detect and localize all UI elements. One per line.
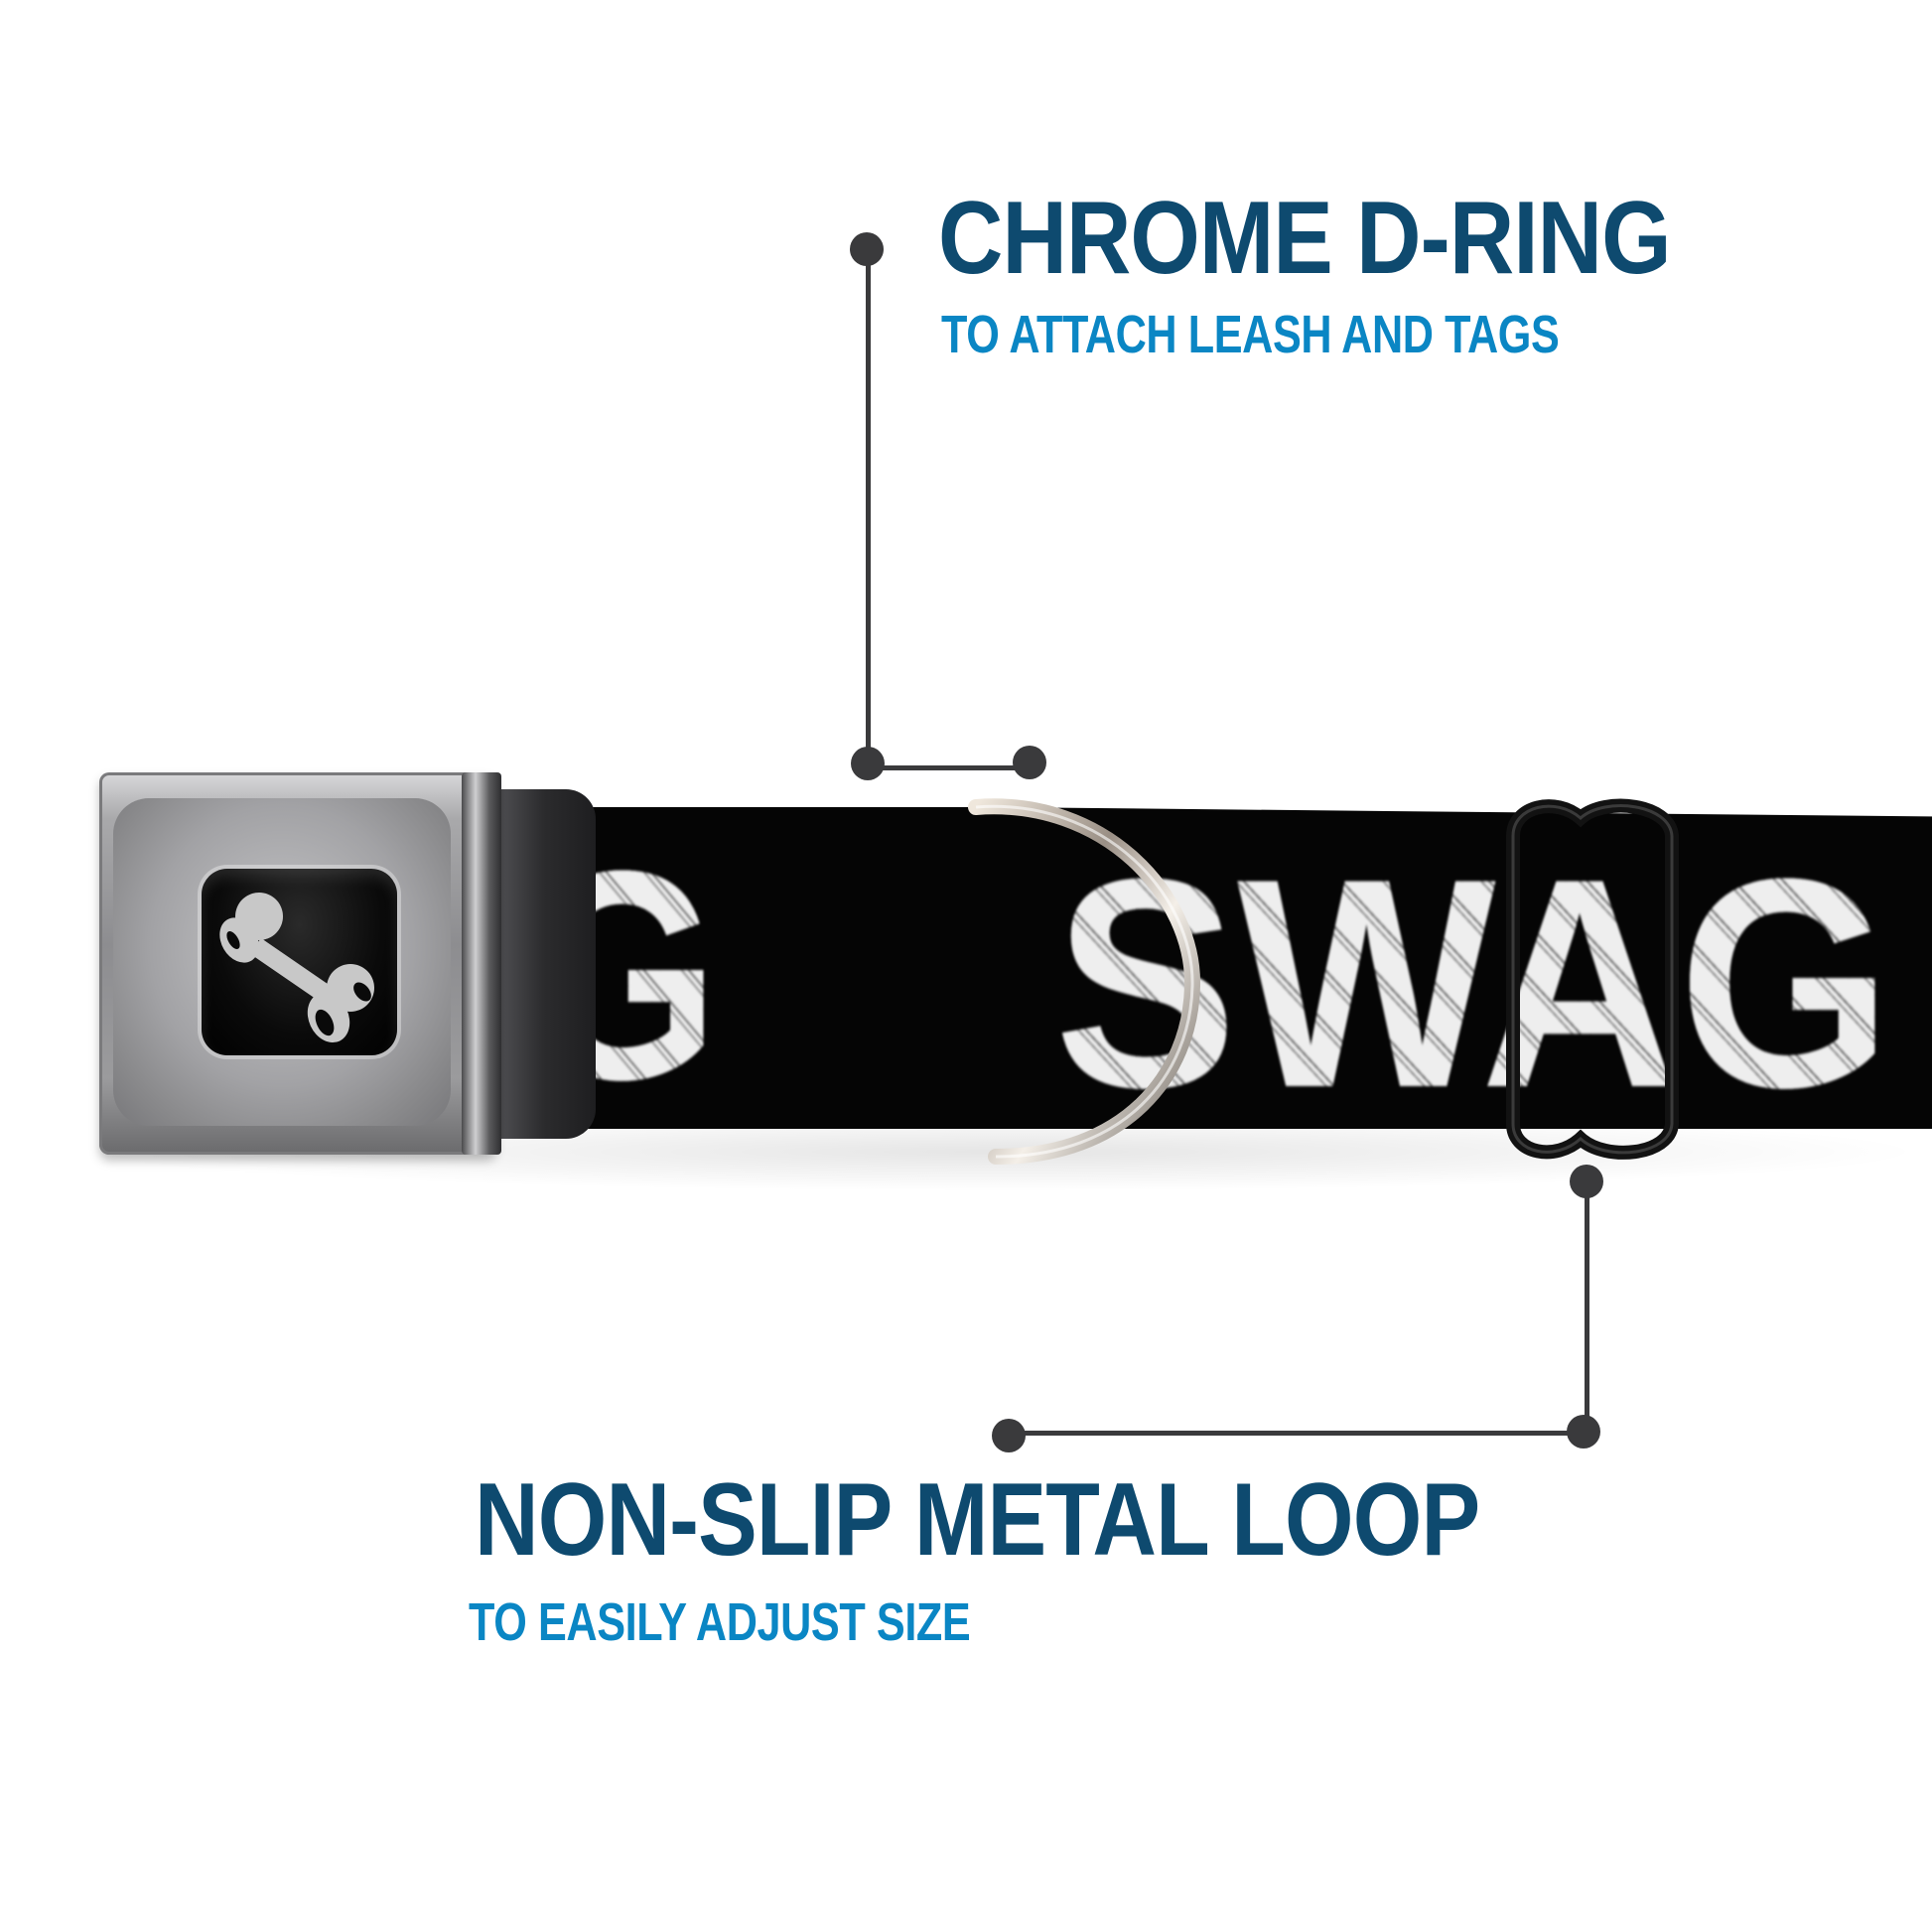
connector-dot-end bbox=[992, 1419, 1026, 1452]
callout-title: NON-SLIP METAL LOOP bbox=[475, 1462, 1480, 1578]
connector-dot-target bbox=[1013, 746, 1046, 779]
callout-subtitle: TO EASILY ADJUST SIZE bbox=[469, 1592, 971, 1652]
buckle-emblem bbox=[202, 869, 397, 1055]
chrome-d-ring[interactable] bbox=[956, 787, 1204, 1170]
connector-line-horizontal bbox=[1009, 1431, 1585, 1436]
connector-line-vertical bbox=[1585, 1181, 1589, 1433]
callout-title: CHROME D-RING bbox=[938, 181, 1671, 296]
connector-line-vertical bbox=[866, 249, 871, 765]
bone-icon bbox=[219, 893, 374, 1043]
buckle-release-edge bbox=[462, 772, 501, 1155]
connector-line-horizontal bbox=[868, 765, 1030, 770]
non-slip-metal-loop[interactable] bbox=[1501, 796, 1685, 1162]
seatbelt-buckle[interactable] bbox=[99, 772, 501, 1155]
callout-subtitle: TO ATTACH LEASH AND TAGS bbox=[941, 305, 1560, 364]
connector-dot-elbow bbox=[851, 747, 885, 780]
